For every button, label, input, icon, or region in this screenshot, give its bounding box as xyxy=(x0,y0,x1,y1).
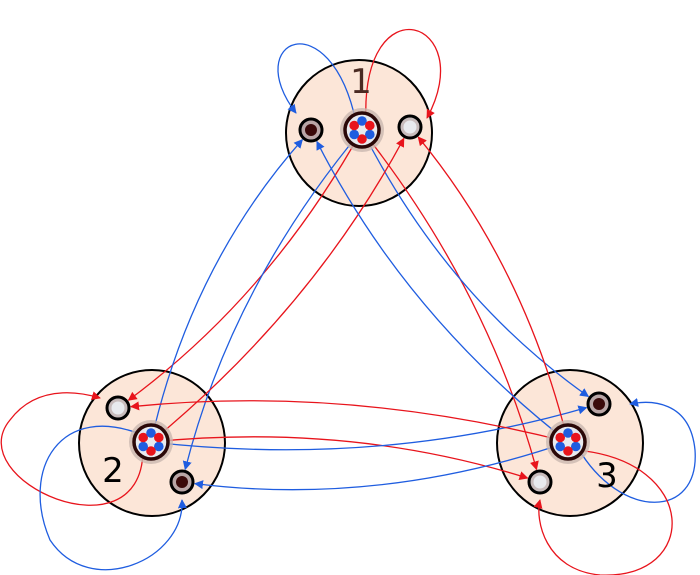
hub-dot xyxy=(153,432,164,443)
red-edge-2-to-1 xyxy=(150,137,405,443)
red-edge-3-to-2 xyxy=(130,400,569,443)
node-label-3: 3 xyxy=(596,456,618,496)
dark-port-core xyxy=(305,124,317,136)
red-self-loop-edge xyxy=(533,449,673,575)
hub-dot xyxy=(138,432,149,443)
blue-edge-1-to-2 xyxy=(182,129,363,471)
hub-dot xyxy=(570,441,581,452)
hub-dot xyxy=(349,120,360,131)
hub-dot xyxy=(146,428,156,438)
blue-edge-2-to-3 xyxy=(150,405,588,451)
hub-dot xyxy=(555,441,566,452)
hub-dot xyxy=(364,129,375,140)
blue-edge-3-to-1 xyxy=(316,140,569,443)
light-port-core xyxy=(533,475,547,489)
hub-dot xyxy=(563,428,573,438)
red-edge-1-to-3 xyxy=(361,129,539,471)
hub-dot xyxy=(555,432,566,443)
hub-dot xyxy=(146,446,156,456)
dark-port-core xyxy=(176,476,188,488)
blue-edge-2-to-1 xyxy=(150,139,303,443)
light-port-core xyxy=(403,120,417,134)
hub-dot xyxy=(153,441,164,452)
blue-self-loop-edge xyxy=(277,43,357,123)
red-self-loop-edge xyxy=(0,391,144,506)
hub-dot xyxy=(563,446,573,456)
light-port-core xyxy=(111,401,125,415)
hub-dot xyxy=(349,129,360,140)
red-edge-3-to-1 xyxy=(417,136,569,443)
hub-dot xyxy=(357,116,367,126)
red-edge-2-to-3 xyxy=(150,436,529,480)
dark-port-core xyxy=(593,398,605,410)
hub-dot xyxy=(570,432,581,443)
blue-edge-3-to-2 xyxy=(194,441,569,491)
hub-dot xyxy=(138,441,149,452)
node-label-2: 2 xyxy=(102,451,124,491)
red-edge-1-to-2 xyxy=(127,129,363,401)
blue-self-loop-edge xyxy=(577,398,696,503)
red-self-loop-edge xyxy=(365,28,442,123)
blue-self-loop-edge xyxy=(39,425,187,571)
hub-dot xyxy=(364,120,375,131)
hub-dot xyxy=(357,134,367,144)
node-label-1: 1 xyxy=(350,62,372,102)
